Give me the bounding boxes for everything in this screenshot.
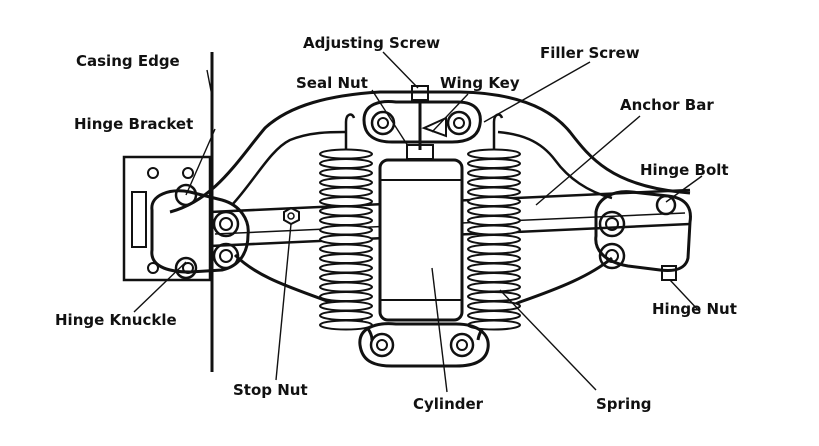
spring-coil <box>319 253 373 264</box>
bottom-cap <box>358 322 490 368</box>
label-hinge-nut: Hinge Nut <box>652 300 737 318</box>
spring-coil <box>467 291 521 302</box>
spring-coil <box>467 196 521 207</box>
label-hinge-knuckle: Hinge Knuckle <box>55 311 177 329</box>
label-stop-nut: Stop Nut <box>233 381 308 399</box>
label-adjusting-screw: Adjusting Screw <box>303 34 440 52</box>
spring-coil <box>319 272 373 283</box>
spring-coil <box>467 158 521 169</box>
label-filler-screw: Filler Screw <box>540 44 640 62</box>
spring-coil <box>467 205 521 217</box>
hinge-knuckle <box>150 183 250 280</box>
spring-coil <box>467 262 521 274</box>
spring-coil <box>319 215 373 226</box>
stop-nut <box>283 206 300 226</box>
label-wing-key: Wing Key <box>440 74 520 92</box>
label-seal-nut: Seal Nut <box>296 74 368 92</box>
spring-coil <box>319 205 373 217</box>
spring-right <box>467 148 521 331</box>
spring-coil <box>467 281 521 293</box>
spring-coil <box>319 262 373 274</box>
spring-coil <box>467 224 521 236</box>
spring-coil <box>319 234 373 245</box>
top-cap <box>362 100 482 144</box>
spring-coil <box>467 243 521 255</box>
label-hinge-bracket: Hinge Bracket <box>74 115 193 133</box>
right-hinge <box>594 190 692 281</box>
spring-coil <box>319 196 373 207</box>
spring-coil <box>467 234 521 245</box>
spring-coil <box>467 310 521 321</box>
spring-coil <box>467 148 521 160</box>
spring-coil <box>319 186 373 198</box>
spring-coil <box>467 215 521 226</box>
spring-coil <box>319 319 373 331</box>
spring-coil <box>467 177 521 188</box>
label-hinge-bolt: Hinge Bolt <box>640 161 729 179</box>
hinge-bracket <box>122 155 212 282</box>
spring-left <box>319 148 373 331</box>
spring-coil <box>467 272 521 283</box>
spring-coil <box>467 253 521 264</box>
spring-coil <box>319 148 373 160</box>
adjusting-screw <box>406 85 434 160</box>
spring-coil <box>319 177 373 188</box>
hinge-nut-shape <box>661 265 677 281</box>
spring-coil <box>319 158 373 169</box>
spring-coil <box>319 281 373 293</box>
spring-coil <box>319 291 373 302</box>
spring-coil <box>319 243 373 255</box>
spring-coil <box>319 310 373 321</box>
label-cylinder: Cylinder <box>413 395 484 413</box>
spring-coil <box>319 224 373 236</box>
cylinder <box>378 158 464 322</box>
label-casing-edge: Casing Edge <box>76 52 180 70</box>
leader-lines <box>133 51 703 393</box>
wing-key <box>421 116 447 138</box>
spring-coil <box>319 167 373 179</box>
label-anchor-bar: Anchor Bar <box>620 96 714 114</box>
label-spring: Spring <box>596 395 652 413</box>
spring-hook-left <box>344 113 356 150</box>
spring-coil <box>319 300 373 312</box>
spring-coil <box>467 186 521 198</box>
spring-coil <box>467 167 521 179</box>
